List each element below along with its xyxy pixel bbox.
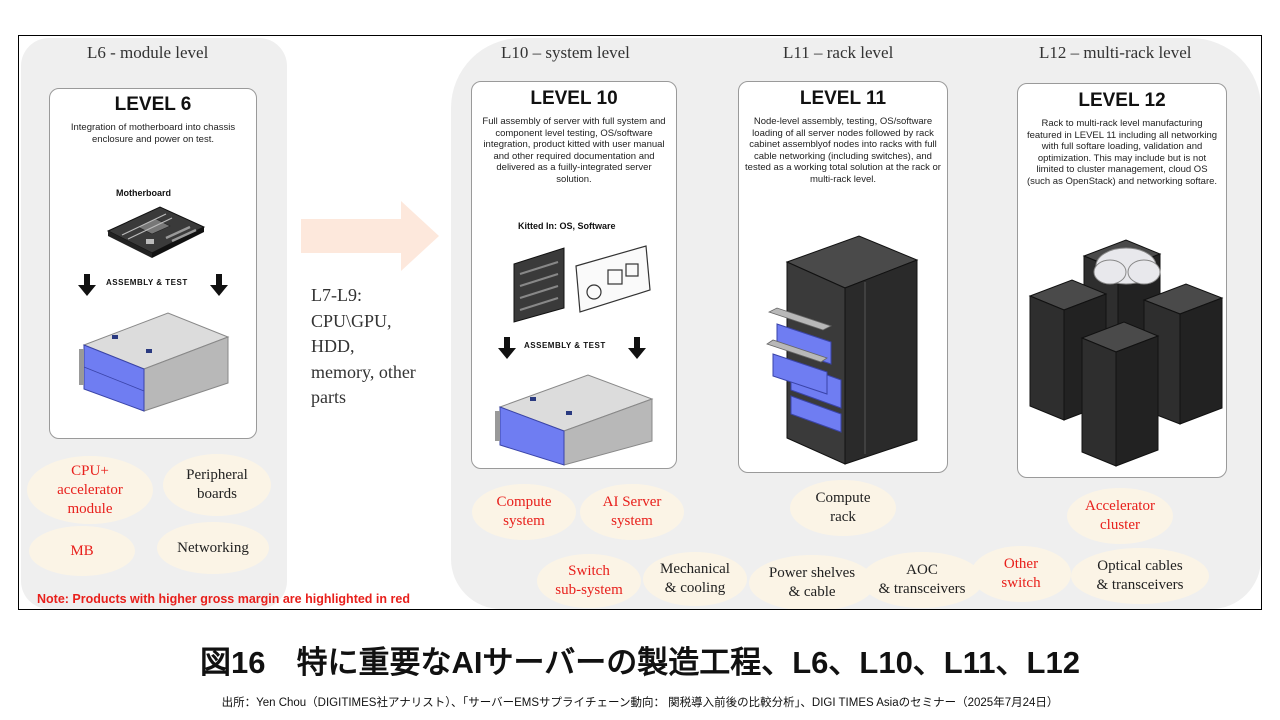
level12-description: Rack to multi-rack level manufacturing f… [1026,118,1218,187]
arrow-down-icon [210,274,228,296]
level10-description: Full assembly of server with full system… [482,116,666,185]
kitted-in-label: Kitted In: OS, Software [518,221,616,231]
level12-title: LEVEL 12 [1078,90,1166,111]
l7-l9-parts-text: L7-L9: CPU\GPU, HDD, memory, other parts [311,285,416,407]
server-chassis-icon [79,312,230,412]
oval-mb: MB [29,526,135,576]
oval-networking: Networking [157,522,269,574]
gross-margin-note: Note: Products with higher gross margin … [37,592,410,606]
arrow-down-icon [498,337,516,359]
level6-description: Integration of motherboard into chassis … [70,122,236,145]
flow-arrow-icon [301,201,439,271]
server-chassis-icon [495,374,654,466]
software-kit-icon [513,245,651,323]
oval-aoc-transceivers: AOC & transceivers [861,552,983,608]
level6-assembly-label: ASSEMBLY & TEST [106,278,188,287]
section-title-l10: L10 – system level [501,43,630,62]
section-title-l12: L12 – multi-rack level [1039,43,1192,62]
oval-other-switch: Other switch [971,546,1071,602]
rack-front [1080,321,1160,467]
level10-assembly-label: ASSEMBLY & TEST [524,341,606,350]
oval-mechanical-cooling: Mechanical & cooling [643,552,747,606]
level6-title: LEVEL 6 [114,94,192,115]
level10-title: LEVEL 10 [530,88,618,109]
level6-card: LEVEL 6 Integration of motherboard into … [49,88,257,439]
level11-description: Node-level assembly, testing, OS/softwar… [745,116,941,185]
motherboard-label: Motherboard [116,188,171,198]
multi-rack-cluster-icon [1028,239,1224,467]
diagram-frame: L6 - module level L10 – system level L11… [18,35,1262,610]
oval-compute-rack: Compute rack [790,480,896,536]
oval-peripheral-boards: Peripheral boards [163,454,271,516]
section-title-l6: L6 - module level [87,43,209,62]
level12-card: LEVEL 12 Rack to multi-rack level manufa… [1017,83,1227,478]
oval-cpu-accelerator-module: CPU+ accelerator module [27,456,153,524]
level10-card: LEVEL 10 Full assembly of server with fu… [471,81,677,469]
oval-power-shelves-cable: Power shelves & cable [749,555,875,609]
section-title-l11: L11 – rack level [783,43,894,62]
oval-compute-system: Compute system [472,484,576,540]
level11-card: LEVEL 11 Node-level assembly, testing, O… [738,81,948,473]
figure-caption: 図16 特に重要なAIサーバーの製造工程、L6、L10、L11、L12 [200,645,1080,680]
level11-title: LEVEL 11 [799,88,887,109]
oval-optical-cables-transceivers: Optical cables & transceivers [1071,548,1209,604]
oval-accelerator-cluster: Accelerator cluster [1067,488,1173,544]
motherboard-icon [106,206,206,258]
source-citation: 出所：Yen Chou（DIGITIMES社アナリスト）、「サーバーEMSサプラ… [221,697,1059,709]
oval-switch-sub-system: Switch sub-system [537,554,641,608]
arrow-down-icon [78,274,96,296]
oval-ai-server-system: AI Server system [580,484,684,540]
server-rack-icon [766,235,919,465]
arrow-down-icon [628,337,646,359]
